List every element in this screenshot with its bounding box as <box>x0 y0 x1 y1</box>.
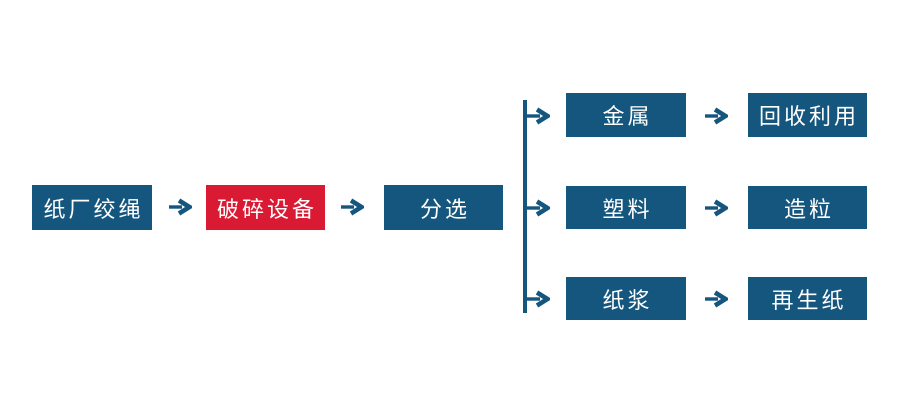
node-metal: 金属 <box>566 93 686 137</box>
arrow-right-icon <box>169 198 192 216</box>
arrow-right-icon <box>527 199 550 217</box>
node-plastic: 塑料 <box>566 186 686 229</box>
node-recycled-paper: 再生纸 <box>748 277 867 320</box>
arrow-right-icon <box>705 199 728 217</box>
branch-connector-line <box>523 100 527 313</box>
arrow-right-icon <box>705 107 728 125</box>
node-pulp: 纸浆 <box>566 277 686 320</box>
node-paper-mill-rope: 纸厂绞绳 <box>32 185 152 230</box>
arrow-right-icon <box>341 198 364 216</box>
arrow-right-icon <box>527 290 550 308</box>
node-granulation: 造粒 <box>748 186 867 229</box>
arrow-right-icon <box>527 107 550 125</box>
node-crushing-equipment: 破碎设备 <box>206 185 325 230</box>
node-sorting: 分选 <box>384 185 503 230</box>
node-recycling-reuse: 回收利用 <box>748 93 867 137</box>
arrow-right-icon <box>705 290 728 308</box>
